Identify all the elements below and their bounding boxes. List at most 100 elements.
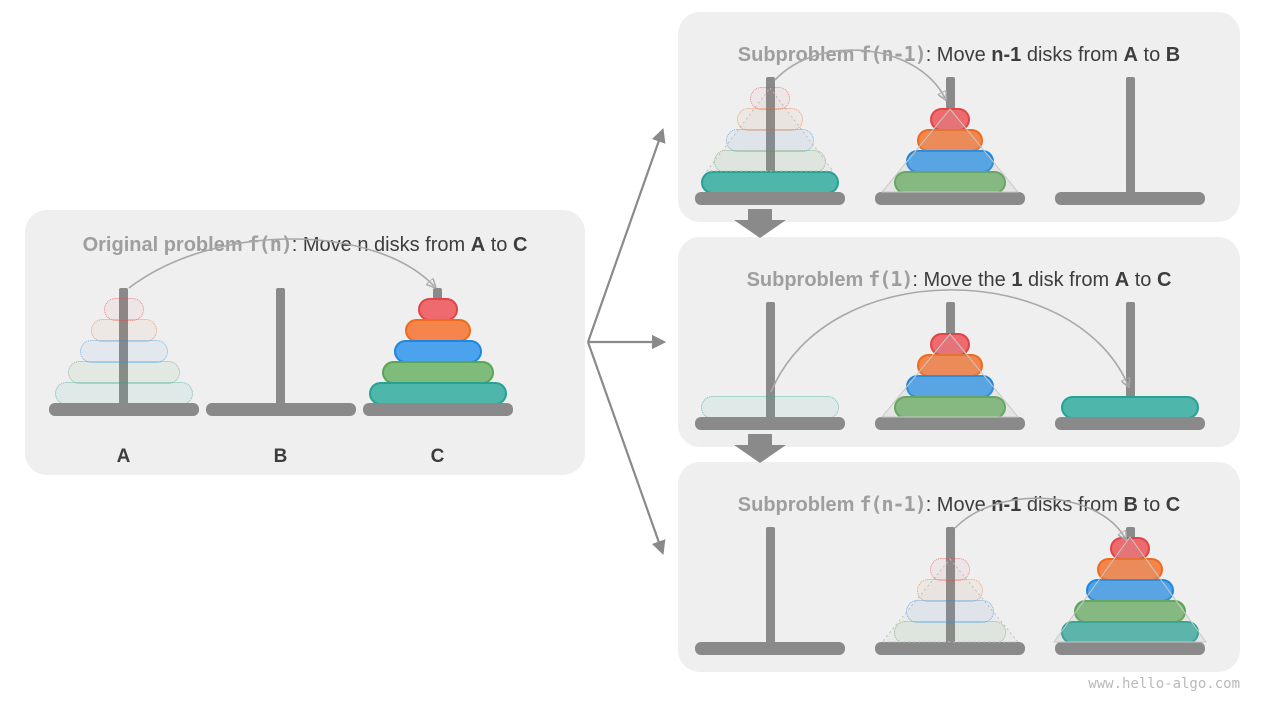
pegs-row xyxy=(680,76,1220,205)
disk-count: 1 xyxy=(1011,269,1023,291)
fan-arrow-to-subproblem-1 xyxy=(586,127,666,343)
heading-label: Subproblem xyxy=(737,494,855,516)
target-peg-name: C xyxy=(512,234,528,256)
disk-stack xyxy=(1040,537,1220,644)
source-peg-name: A xyxy=(1123,44,1138,66)
disk-5 xyxy=(701,171,839,194)
peg-pole xyxy=(276,288,285,404)
peg-base xyxy=(205,403,356,416)
disk-count: n-1 xyxy=(991,44,1022,66)
peg-base xyxy=(48,403,199,416)
pegs-row xyxy=(680,526,1220,655)
disk-3 xyxy=(393,340,482,363)
disk-stack xyxy=(860,558,1040,644)
disk-4 xyxy=(894,171,1006,194)
disk-1 xyxy=(417,298,458,321)
disk-count: n-1 xyxy=(991,494,1022,516)
peg-base xyxy=(875,417,1025,430)
ghost-disk-4 xyxy=(67,361,180,384)
disk-2 xyxy=(917,354,983,377)
heading-fn: f(n-1) xyxy=(859,42,926,66)
ghost-disk-3 xyxy=(79,340,168,363)
title-text: : Move the xyxy=(912,269,1012,291)
title-text: to xyxy=(1137,44,1166,66)
title-text: : Move xyxy=(925,44,992,66)
disk-stack xyxy=(860,333,1040,419)
source-peg-name: A xyxy=(470,234,486,256)
disk-1 xyxy=(930,333,970,356)
peg-base xyxy=(875,192,1025,205)
title-text: to xyxy=(1129,269,1157,291)
title-text: disks from xyxy=(1021,44,1124,66)
pegs-row xyxy=(680,301,1220,430)
disk-stack xyxy=(45,298,202,405)
disk-4 xyxy=(894,396,1006,419)
target-peg-name: C xyxy=(1165,494,1181,516)
disk-stack xyxy=(680,396,860,419)
peg-c: C xyxy=(359,288,516,467)
fan-arrow-to-subproblem-3 xyxy=(586,341,666,556)
peg-base xyxy=(695,192,845,205)
peg-pole xyxy=(119,288,128,404)
disk-2 xyxy=(404,319,471,342)
disk-stack xyxy=(1040,396,1220,419)
title-text: to xyxy=(485,234,513,256)
ghost-disk-2 xyxy=(917,579,983,602)
source-peg-name: B xyxy=(1123,494,1138,516)
target-peg-name: B xyxy=(1165,44,1181,66)
target-peg-name: C xyxy=(1156,269,1172,291)
peg-base xyxy=(695,417,845,430)
ghost-disk-1 xyxy=(103,298,144,321)
title-text: disk from xyxy=(1022,269,1115,291)
watermark: www.hello-algo.com xyxy=(1088,676,1240,692)
peg-base xyxy=(1055,417,1205,430)
heading-label: Original problem xyxy=(82,234,243,256)
peg-a xyxy=(680,76,860,205)
peg-base xyxy=(1055,192,1205,205)
title-text: to xyxy=(1137,494,1166,516)
disk-4 xyxy=(381,361,494,384)
disk-4 xyxy=(1074,600,1186,623)
peg-b xyxy=(860,76,1040,205)
peg-b: B xyxy=(202,288,359,467)
disk-1 xyxy=(930,108,970,131)
heading-fn: f(n) xyxy=(247,232,293,256)
heading-fn: f(n-1) xyxy=(859,492,926,516)
peg-label-c: C xyxy=(430,446,445,467)
ghost-disk-4 xyxy=(714,150,826,173)
peg-base xyxy=(362,403,513,416)
peg-b xyxy=(860,526,1040,655)
heading-label: Subproblem xyxy=(746,269,864,291)
disk-3 xyxy=(906,150,994,173)
peg-a: A xyxy=(45,288,202,467)
peg-base xyxy=(875,642,1025,655)
peg-a xyxy=(680,301,860,430)
ghost-disk-3 xyxy=(726,129,814,152)
disk-5 xyxy=(1061,396,1199,419)
title-text: : Move n disks from xyxy=(291,234,471,256)
disk-stack xyxy=(359,298,516,405)
ghost-disk-1 xyxy=(930,558,970,581)
peg-pole xyxy=(765,527,775,643)
peg-label-a: A xyxy=(116,446,131,467)
peg-pole xyxy=(765,302,775,418)
disk-1 xyxy=(1110,537,1150,560)
disk-5 xyxy=(368,382,507,405)
disk-5 xyxy=(1061,621,1199,644)
heading-fn: f(1) xyxy=(868,267,913,291)
ghost-disk-2 xyxy=(90,319,157,342)
disk-2 xyxy=(1097,558,1163,581)
disk-2 xyxy=(917,129,983,152)
peg-base xyxy=(1055,642,1205,655)
title-text: : Move xyxy=(925,494,992,516)
peg-base xyxy=(695,642,845,655)
disk-stack xyxy=(680,87,860,194)
